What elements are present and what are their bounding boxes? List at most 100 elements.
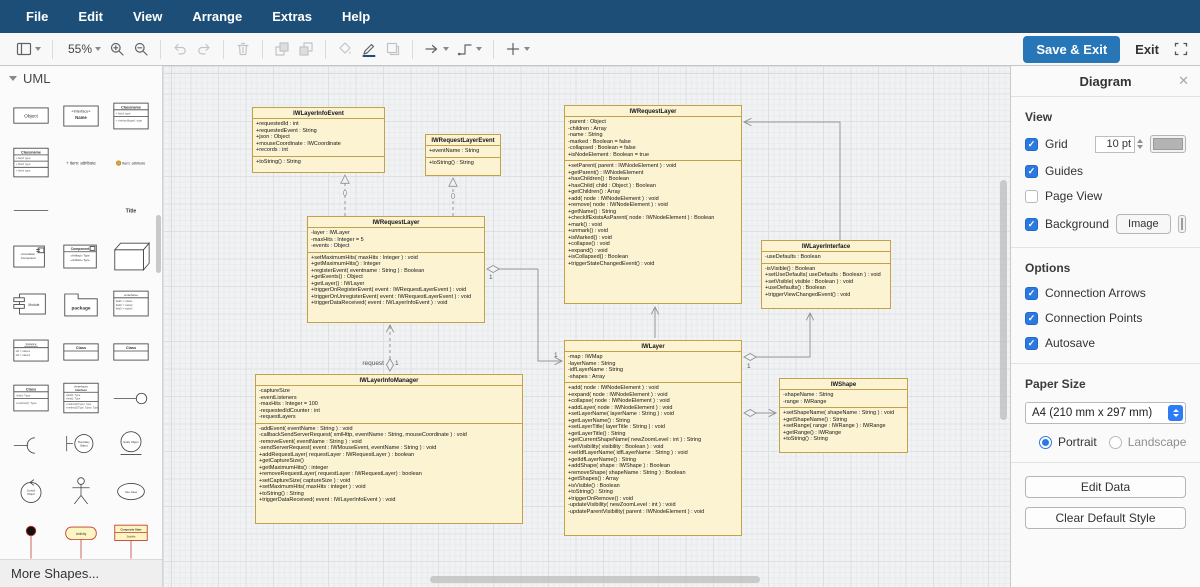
menu-file[interactable]: File xyxy=(21,7,53,26)
shape-boundary-object[interactable]: BoundaryObject xyxy=(56,422,106,469)
svg-text:Control: Control xyxy=(27,489,36,493)
uml-class-IWRequestLayerEvent[interactable]: IWRequestLayerEvent+eventName : String+t… xyxy=(425,134,501,176)
shape-class-fields[interactable]: Class+field: Type+method(): Type xyxy=(6,375,56,422)
to-back-button[interactable] xyxy=(294,38,318,60)
background-image-button[interactable]: Image xyxy=(1116,214,1171,234)
shape-composite-state[interactable]: Composite StateSubtitle xyxy=(106,516,156,559)
class-title: IWRequestLayer xyxy=(565,106,741,117)
menu-edit[interactable]: Edit xyxy=(73,7,108,26)
shape-cube[interactable] xyxy=(106,234,156,281)
to-front-button[interactable] xyxy=(270,38,294,60)
uml-class-IWLayerInterface[interactable]: IWLayerInterface-useDefaults : Boolean-i… xyxy=(761,240,891,309)
uml-class-IWShape[interactable]: IWShape-shapeName : String-range : IWRan… xyxy=(779,378,908,453)
connection-button[interactable] xyxy=(420,38,453,60)
uml-class-IWLayer[interactable]: IWLayer-map : IWMap-layerName : String-i… xyxy=(564,340,742,536)
more-shapes-button[interactable]: More Shapes... xyxy=(0,559,162,587)
background-color-button[interactable] xyxy=(1178,215,1186,233)
autosave-checkbox[interactable] xyxy=(1025,337,1038,350)
diagram-canvas[interactable]: request1111 IWLayerInfoEvent+requestedId… xyxy=(163,66,1010,587)
landscape-radio[interactable] xyxy=(1109,436,1122,449)
svg-text:Entity Object: Entity Object xyxy=(123,440,138,444)
zoom-out-button[interactable] xyxy=(129,38,153,60)
shape-activity[interactable]: Activity xyxy=(56,516,106,559)
edit-data-button[interactable]: Edit Data xyxy=(1025,476,1186,498)
palette-section-uml[interactable]: UML xyxy=(0,66,162,91)
zoom-level-button[interactable]: 55% xyxy=(60,39,105,59)
uml-edge[interactable] xyxy=(487,269,562,361)
uml-class-IWLayerInfoEvent[interactable]: IWLayerInfoEvent+requestedId : int+reque… xyxy=(252,107,385,173)
shape-interface-spec[interactable]: «Interface»field1 := value1field2 := val… xyxy=(106,281,156,328)
line-color-button[interactable] xyxy=(357,38,381,60)
grid-checkbox[interactable] xyxy=(1025,138,1038,151)
class-title: IWRequestLayerEvent xyxy=(426,135,500,146)
shape-start-node[interactable] xyxy=(6,516,56,559)
uml-class-IWLayerInfoManager[interactable]: IWLayerInfoManager-captureSize-eventList… xyxy=(255,374,523,524)
insert-button[interactable] xyxy=(501,38,534,60)
canvas-vertical-scrollbar[interactable] xyxy=(1000,180,1007,420)
background-checkbox[interactable] xyxy=(1025,218,1038,231)
delete-button[interactable] xyxy=(231,38,255,60)
shape-class-2[interactable]: Classname+ field: type+ method(type): ty… xyxy=(106,93,156,140)
guides-checkbox[interactable] xyxy=(1025,165,1038,178)
grid-size-stepper[interactable] xyxy=(1137,139,1143,149)
shape-component[interactable]: Component«Artifact» Type«Artifact» Type xyxy=(56,234,106,281)
shape-interface-fields[interactable]: «Interface»Interface+field1: Type+field2… xyxy=(56,375,106,422)
save-and-exit-button[interactable]: Save & Exit xyxy=(1023,36,1120,63)
fill-color-button[interactable] xyxy=(333,38,357,60)
shape-provided-interface[interactable] xyxy=(106,375,156,422)
svg-text:field3 := value3: field3 := value3 xyxy=(116,308,133,311)
class-methods: +setShapeName( shapeName : String ) : vo… xyxy=(780,408,907,445)
connection-icon xyxy=(424,41,440,57)
insert-icon xyxy=(505,41,521,57)
shape-interface[interactable]: «Interface»Name xyxy=(56,93,106,140)
uml-edge[interactable] xyxy=(744,122,840,240)
page-view-checkbox[interactable] xyxy=(1025,190,1038,203)
shape-title[interactable]: Title xyxy=(106,187,156,234)
grid-size-value[interactable]: 10 pt xyxy=(1095,136,1135,153)
grid-color-button[interactable] xyxy=(1150,135,1186,153)
fullscreen-icon[interactable] xyxy=(1174,42,1188,56)
connection-points-checkbox[interactable] xyxy=(1025,312,1038,325)
shape-actor[interactable] xyxy=(56,469,106,516)
paper-size-select[interactable]: A4 (210 mm x 297 mm) xyxy=(1025,402,1186,424)
shape-object[interactable]: Object xyxy=(6,93,56,140)
uml-class-IWRequestLayer[interactable]: IWRequestLayer-layer : IWLayer-maxHits :… xyxy=(307,216,485,323)
exit-button[interactable]: Exit xyxy=(1135,42,1159,57)
menu-arrange[interactable]: Arrange xyxy=(187,7,247,26)
shape-control-object[interactable]: ControlObject xyxy=(6,469,56,516)
grid-size-input[interactable]: 10 pt xyxy=(1095,136,1143,153)
uml-edge[interactable] xyxy=(744,313,810,357)
page-view-button[interactable] xyxy=(12,38,45,60)
shape-class[interactable]: Class xyxy=(56,328,106,375)
canvas-horizontal-scrollbar[interactable] xyxy=(430,576,760,583)
connection-arrows-checkbox[interactable] xyxy=(1025,287,1038,300)
shape-module[interactable]: Module xyxy=(6,281,56,328)
redo-button[interactable] xyxy=(192,38,216,60)
shape-entity-object[interactable]: Entity Object xyxy=(106,422,156,469)
shadow-icon xyxy=(385,41,401,57)
shape-instance[interactable]: Instanceid1 = value1id2 = value2 xyxy=(6,328,56,375)
menu-view[interactable]: View xyxy=(128,7,167,26)
uml-class-IWRequestLayer[interactable]: IWRequestLayer-parent : Object-children … xyxy=(564,105,742,304)
zoom-in-button[interactable] xyxy=(105,38,129,60)
menu-help[interactable]: Help xyxy=(337,7,375,26)
shape-horizontal-line[interactable] xyxy=(6,187,56,234)
menu-extras[interactable]: Extras xyxy=(267,7,317,26)
svg-text:+ item: attribute: + item: attribute xyxy=(66,160,96,165)
shape-item-attribute[interactable]: + item: attribute xyxy=(56,140,106,187)
shape-required-interface[interactable] xyxy=(6,422,56,469)
shape-annotation-component[interactable]: - Annotation :Component xyxy=(6,234,56,281)
shape-item-attribute-icon[interactable]: item: attribute xyxy=(106,140,156,187)
close-icon[interactable]: ✕ xyxy=(1178,73,1189,89)
shape-class-4[interactable]: Classname+ field: type+ field: type+ fie… xyxy=(6,140,56,187)
waypoints-button[interactable] xyxy=(453,38,486,60)
shape-use-case[interactable]: Use Case xyxy=(106,469,156,516)
shape-class[interactable]: Class xyxy=(106,328,156,375)
undo-button[interactable] xyxy=(168,38,192,60)
clear-default-style-button[interactable]: Clear Default Style xyxy=(1025,507,1186,529)
sidebar-scrollbar[interactable] xyxy=(156,215,161,273)
shadow-button[interactable] xyxy=(381,38,405,60)
portrait-radio[interactable] xyxy=(1039,436,1052,449)
shape-package[interactable]: package xyxy=(56,281,106,328)
class-methods: +setMaximumHits( maxHits : Integer ) : v… xyxy=(308,253,484,309)
